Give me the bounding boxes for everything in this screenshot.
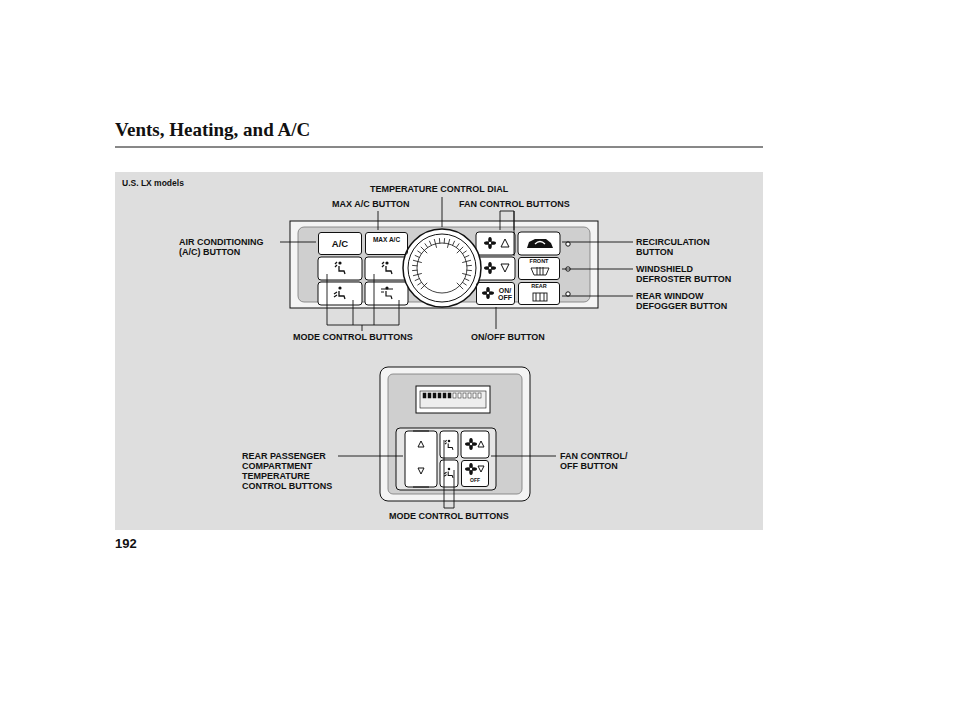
callout-label: AIR CONDITIONING (A/C) BUTTON: [179, 237, 279, 257]
dial-tick: [452, 241, 454, 246]
button-text: A/C: [319, 239, 361, 249]
temp-bar: [478, 393, 481, 398]
temp-bar: [453, 393, 456, 398]
dial-tick: [444, 238, 445, 243]
dial-tick: [467, 270, 472, 271]
callout-label: RECIRCULATION BUTTON: [636, 237, 736, 257]
dial-tick: [456, 243, 459, 247]
callout-label: FAN CONTROL/ OFF BUTTON: [560, 451, 642, 471]
button-text: ON/ OFF: [496, 287, 514, 302]
dial-tick: [464, 255, 469, 257]
dial-tick: [415, 278, 420, 280]
temp-bar: [428, 393, 431, 398]
dial-tick: [462, 251, 466, 254]
callout-label: TEMPERATURE CONTROL DIAL: [370, 184, 508, 194]
panel-button: REAR: [518, 282, 560, 305]
button-text: MAX A/C: [366, 237, 407, 244]
callout-label: U.S. LX models: [122, 179, 184, 189]
dial-tick: [447, 239, 449, 248]
dial-tick: [421, 247, 427, 253]
temp-bar: [468, 393, 471, 398]
panel-button: FRONT: [518, 257, 560, 280]
callout-label: WINDSHIELD DEFROSTER BUTTON: [636, 264, 736, 284]
dial-tick: [421, 283, 427, 289]
panel-button: MAX A/C: [365, 232, 408, 255]
dial-tick: [457, 247, 463, 253]
dial-tick: [429, 241, 431, 246]
temp-bar: [463, 393, 466, 398]
dial-tick: [413, 260, 422, 262]
dial-tick: [412, 270, 417, 271]
dial-tick: [412, 265, 417, 266]
temp-bar: [443, 393, 446, 398]
temp-bar: [448, 393, 451, 398]
callout-label: REAR WINDOW DEFOGGER BUTTON: [636, 291, 736, 311]
callout-label: MAX A/C BUTTON: [332, 199, 410, 209]
temp-bar: [423, 393, 426, 398]
dial-tick: [462, 273, 471, 275]
callout-label: ON/OFF BUTTON: [471, 332, 545, 342]
callout-label: MODE CONTROL BUTTONS: [389, 511, 509, 521]
dial-tick: [439, 238, 440, 243]
dial-tick: [467, 265, 472, 266]
dial-tick: [434, 239, 436, 248]
page-number: 192: [115, 537, 137, 552]
callout-label: REAR PASSENGER COMPARTMENT TEMPERATURE C…: [242, 451, 334, 491]
panel-button: A/C: [318, 232, 362, 255]
callout-label: FAN CONTROL BUTTONS: [459, 199, 570, 209]
callout-label: MODE CONTROL BUTTONS: [293, 332, 413, 342]
panel-button: OFF: [461, 460, 489, 487]
button-text: FRONT: [519, 259, 559, 265]
page-title: Vents, Heating, and A/C: [115, 119, 310, 141]
dial-tick: [417, 251, 421, 254]
temp-bar: [433, 393, 436, 398]
dial-tick: [462, 282, 466, 285]
dial-tick: [413, 273, 422, 275]
button-text: REAR: [519, 284, 559, 290]
dial-tick: [464, 278, 469, 280]
dial-tick: [457, 283, 463, 289]
dial-tick: [462, 260, 471, 262]
dial-tick: [425, 243, 428, 247]
temp-bar: [473, 393, 476, 398]
dial-tick: [417, 282, 421, 285]
temp-bar: [438, 393, 441, 398]
dial-tick: [415, 255, 420, 257]
panel-button: ON/ OFF: [476, 282, 515, 305]
button-text: OFF: [462, 478, 488, 483]
temp-bar: [458, 393, 461, 398]
